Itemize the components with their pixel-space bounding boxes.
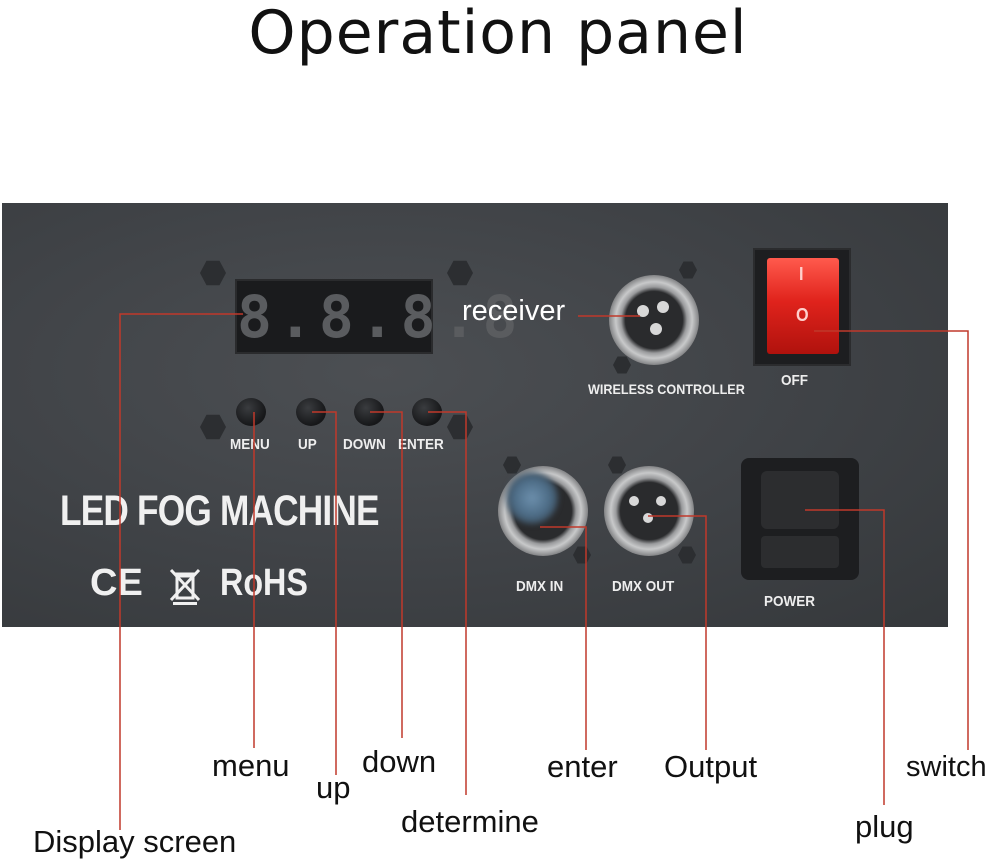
screw-icon bbox=[447, 414, 473, 440]
page-title: Operation panel bbox=[248, 0, 748, 68]
screw-icon bbox=[447, 260, 473, 286]
switch-off-label: OFF bbox=[781, 372, 808, 389]
power-switch[interactable] bbox=[767, 258, 839, 354]
down-button-label: DOWN bbox=[343, 436, 386, 453]
menu-button[interactable] bbox=[236, 398, 266, 426]
up-button-label: UP bbox=[298, 436, 317, 453]
switch-off-mark: O bbox=[796, 305, 809, 325]
switch-on-mark: I bbox=[799, 264, 804, 284]
ce-mark: CE bbox=[90, 562, 143, 604]
connector-pin bbox=[657, 301, 669, 313]
down-callout-line bbox=[370, 411, 403, 738]
display-screen-callout: Display screen bbox=[33, 824, 237, 859]
up-callout: up bbox=[316, 770, 351, 805]
power-label: POWER bbox=[764, 593, 816, 610]
output-callout: Output bbox=[664, 749, 758, 784]
dmx-in-socket bbox=[506, 472, 558, 524]
up-callout-line bbox=[312, 411, 337, 775]
screw-icon bbox=[613, 356, 631, 374]
enter-callout-line bbox=[540, 526, 587, 750]
rohs-mark: RoHS bbox=[220, 562, 308, 604]
dmx-out-connector[interactable] bbox=[604, 466, 694, 556]
switch-callout: switch bbox=[906, 751, 987, 783]
fuse-holder[interactable] bbox=[761, 536, 839, 568]
screw-icon bbox=[678, 546, 696, 564]
switch-callout-line bbox=[814, 330, 969, 750]
display-screen-callout-line bbox=[119, 313, 243, 830]
plug-callout-line bbox=[805, 509, 885, 805]
receiver-callout: receiver bbox=[462, 295, 566, 327]
wireless-controller-label: WIRELESS CONTROLLER bbox=[588, 381, 745, 397]
connector-pin bbox=[629, 496, 639, 506]
dmx-out-label: DMX OUT bbox=[612, 578, 675, 595]
screw-icon bbox=[608, 456, 626, 474]
brand-label: LED FOG MACHINE bbox=[60, 487, 380, 535]
enter-button-label: ENTER bbox=[398, 436, 444, 453]
weee-bin-icon bbox=[168, 566, 202, 606]
screw-icon bbox=[679, 261, 697, 279]
menu-button-label: MENU bbox=[230, 436, 270, 453]
connector-pin bbox=[643, 513, 653, 523]
wireless-receiver-connector[interactable] bbox=[609, 275, 699, 365]
output-callout-line bbox=[648, 515, 707, 750]
down-callout: down bbox=[362, 744, 437, 779]
enter-callout: enter bbox=[547, 749, 618, 784]
determine-callout: determine bbox=[401, 804, 539, 839]
connector-pin bbox=[656, 496, 666, 506]
connector-pin bbox=[650, 323, 662, 335]
determine-callout-line bbox=[428, 411, 467, 795]
power-plug-socket[interactable] bbox=[761, 471, 839, 529]
menu-callout: menu bbox=[212, 748, 290, 783]
plug-callout: plug bbox=[855, 809, 914, 844]
connector-pin bbox=[637, 305, 649, 317]
dmx-in-label: DMX IN bbox=[516, 578, 564, 595]
screw-icon bbox=[503, 456, 521, 474]
